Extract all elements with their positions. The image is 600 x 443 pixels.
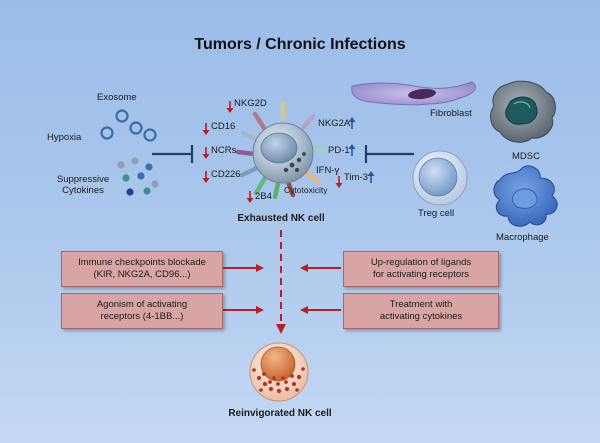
receptor-ncrs-label: NCRs: [211, 145, 237, 156]
dashed-progression-arrow: [276, 230, 286, 334]
fibroblast-icon: [351, 81, 476, 106]
reinvigorated-nk-cell-icon: [249, 342, 309, 402]
strategy-arrows: [223, 264, 341, 314]
reinvigorated-nk-cell-label: Reinvigorated NK cell: [228, 408, 332, 419]
receptor-cd226-label: CD226: [211, 169, 241, 180]
treg-cell-label: Treg cell: [418, 208, 455, 219]
ifng-label: IFN-γ: [316, 165, 340, 176]
down-arrows: [202, 101, 343, 203]
mdsc-icon: [490, 80, 556, 143]
page-title: Tumors / Chronic Infections: [194, 36, 406, 53]
strategy-box-ligand-upregulation: Up-regulation of ligands for activating …: [343, 251, 499, 287]
hypoxia-label: Hypoxia: [47, 132, 82, 143]
mdsc-label: MDSC: [512, 151, 540, 162]
fibroblast-label: Fibroblast: [430, 108, 472, 119]
strategy-box-checkpoint-blockade: Immune checkpoints blockade (KIR, NKG2A,…: [61, 251, 223, 287]
receptor-nkg2d-label: NKG2D: [234, 98, 267, 109]
suppressive-cytokines-label: Suppressive Cytokines: [56, 174, 110, 196]
strategy-box-cytokine-treatment: Treatment with activating cytokines: [343, 293, 499, 329]
treg-cell-icon: [412, 150, 468, 206]
macrophage-icon: [493, 165, 558, 227]
macrophage-label: Macrophage: [496, 232, 549, 243]
up-arrows: [348, 117, 375, 183]
exhausted-nk-cell-icon: [252, 122, 314, 184]
exhausted-nk-cell-label: Exhausted NK cell: [237, 213, 325, 224]
receptor-nkg2a-label: NKG2A: [318, 118, 351, 129]
cytokine-beads-icon: [117, 157, 159, 196]
exosome-icon: [100, 109, 157, 142]
right-inhibition-line: [364, 145, 414, 163]
receptor-cd16-label: CD16: [211, 121, 236, 132]
exosome-label: Exosome: [97, 92, 137, 103]
receptor-pd1-label: PD-1: [328, 145, 350, 156]
receptor-tim3-label: Tim-3: [344, 172, 368, 183]
nk-receptors: [235, 100, 329, 200]
cytotoxicity-label: Cytotoxicity: [284, 185, 328, 195]
receptor-2b4-label: 2B4: [255, 191, 272, 202]
strategy-box-activating-agonism: Agonism of activating receptors (4-1BB..…: [61, 293, 223, 329]
left-inhibition-line: [152, 145, 194, 163]
